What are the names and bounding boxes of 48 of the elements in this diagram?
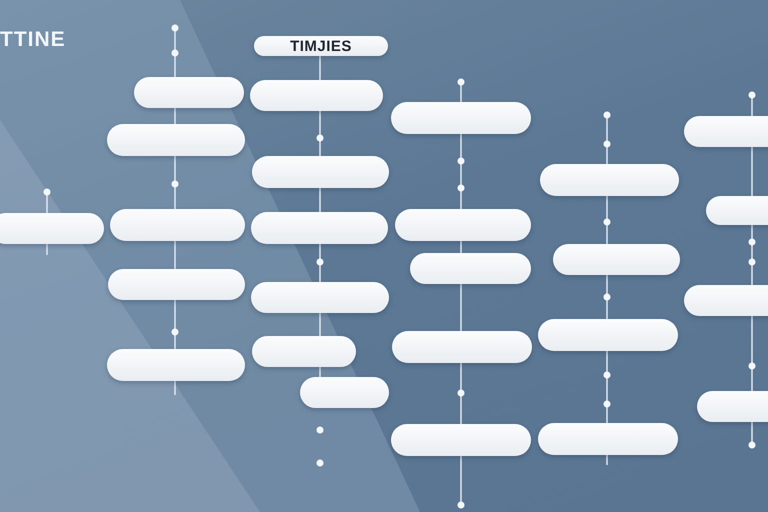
connector-line [751, 316, 753, 391]
heading: TTINE [0, 28, 66, 52]
timeline-pill [684, 116, 768, 147]
pill-label: TIMJIES [290, 38, 352, 54]
timeline-pill [391, 102, 531, 134]
title-pill [254, 36, 388, 56]
connector-line [319, 313, 321, 336]
connector-line [319, 367, 321, 377]
connector-line [606, 275, 608, 319]
connector-line [460, 134, 462, 209]
timeline-pill [706, 196, 768, 225]
timeline-pill [252, 336, 356, 367]
timeline-pill [395, 209, 531, 241]
timeline-pill [251, 212, 388, 244]
connector-line [460, 284, 462, 331]
timeline-pill [697, 391, 768, 422]
timeline-pill [553, 244, 680, 275]
timeline-pill [392, 331, 532, 363]
timeline-pill [391, 424, 531, 456]
timeline-pill [410, 253, 531, 284]
connector-line [319, 56, 321, 80]
connector-line [460, 363, 462, 424]
connector-line [460, 241, 462, 253]
timeline-pill [684, 285, 768, 316]
connector-line [319, 111, 321, 156]
timeline-pill [107, 124, 245, 156]
connector-line [174, 300, 176, 349]
timeline-pill [250, 80, 383, 111]
connector-line [751, 147, 753, 196]
connector-line [319, 244, 321, 282]
timeline-pill [540, 164, 679, 196]
connector-line [174, 108, 176, 124]
timeline-pill [108, 269, 245, 300]
timeline-pill [251, 282, 389, 313]
connector-line [606, 351, 608, 423]
timeline-pill [110, 209, 245, 241]
connector-line [174, 156, 176, 209]
connector-line [174, 241, 176, 269]
connector-line [319, 188, 321, 212]
timeline-pill [107, 349, 245, 381]
timeline-pill [538, 319, 678, 351]
timeline-pill [134, 77, 244, 108]
timeline-pill [538, 423, 678, 455]
timeline-pill [0, 213, 104, 244]
connector-line [606, 196, 608, 244]
connector-line [751, 225, 753, 285]
timeline-pill [252, 156, 389, 188]
timeline-pill [300, 377, 389, 408]
